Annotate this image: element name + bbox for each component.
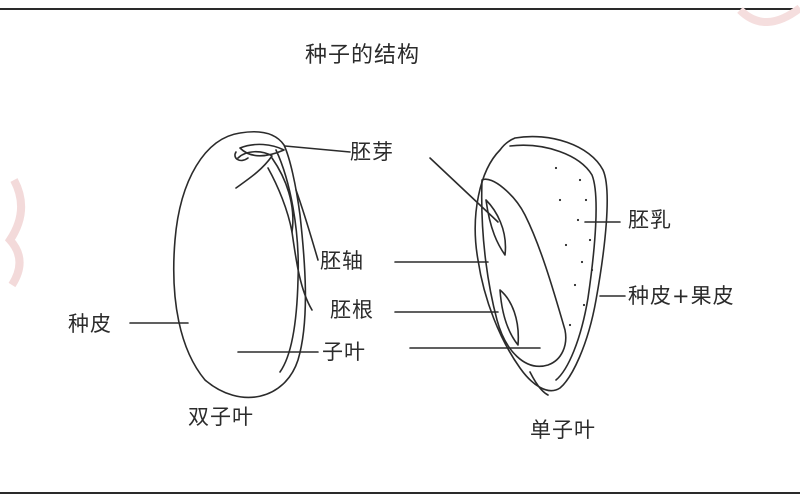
monocot-seed: [474, 135, 608, 396]
label-plumule: 胚芽: [350, 140, 394, 164]
caption-monocot: 单子叶: [530, 418, 596, 442]
label-cotyledon: 子叶: [322, 340, 366, 364]
monocot-tip: [529, 371, 549, 396]
top-border-line: [0, 8, 800, 10]
monocot-embryo-outline: [480, 178, 567, 368]
dicot-plumule-leaf-2: [235, 150, 273, 189]
dicot-seed-coat-outline: [172, 130, 307, 399]
dicot-cotyledon-edge: [275, 149, 300, 373]
label-endosperm: 胚乳: [628, 208, 672, 232]
watermark-mark-left: [4, 178, 26, 288]
dicot-plumule-leaf-1: [239, 143, 285, 157]
monocot-pericarp-outline: [474, 135, 608, 392]
monocot-endosperm-dots: [554, 166, 594, 327]
leader-plumule-monocot: [429, 157, 499, 223]
label-seed-coat: 种皮: [68, 312, 112, 336]
dicot-plumule-curl: [234, 151, 249, 162]
dicot-hypocotyl-radicle: [267, 157, 294, 233]
bottom-border-line: [0, 492, 800, 494]
monocot-embryo-root: [499, 289, 520, 346]
leader-radicle: [291, 231, 313, 311]
caption-dicot: 双子叶: [188, 405, 254, 429]
dicot-seed: [172, 130, 307, 399]
label-seed-coat-pericarp: 种皮+果皮: [628, 284, 735, 308]
monocot-embryo-shoot: [485, 199, 507, 256]
leader-hypocotyl: [295, 189, 319, 261]
label-radicle: 胚根: [330, 298, 374, 322]
monocot-inner-wall: [509, 144, 597, 381]
label-hypocotyl: 胚轴: [320, 249, 364, 273]
diagram-title: 种子的结构: [305, 43, 421, 68]
watermark-mark-right: [737, 4, 800, 26]
leader-plumule-dicot: [284, 145, 351, 153]
